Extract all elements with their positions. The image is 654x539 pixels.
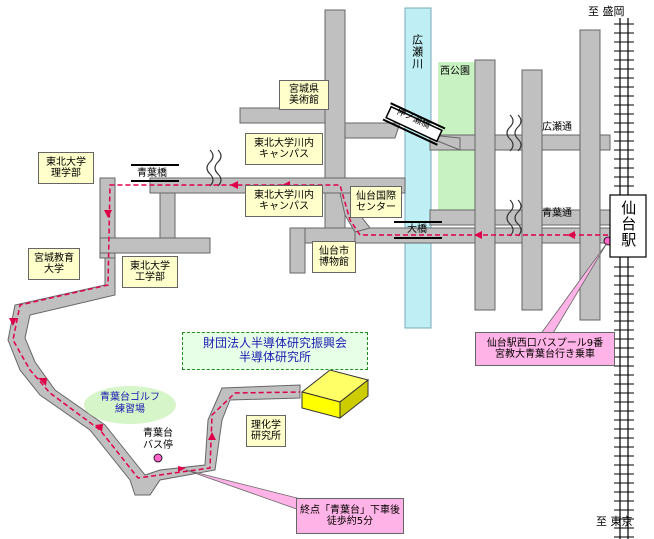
golf-line2: 練習場 [115, 403, 145, 415]
bus-stop-line1: 青葉台 [143, 428, 173, 439]
terminal-callout: 終点「青葉台」下車後 徒歩約5分 [296, 498, 404, 534]
golf-label: 青葉台ゴルフ 練習場 [96, 392, 164, 415]
bus-pool-callout: 仙台駅西口バスプール9番 宮教大青葉台行き乗車 [475, 332, 615, 366]
engineering-line2: 工学部 [135, 272, 165, 283]
miyagi-edu-line1: 宮城教育 [34, 252, 74, 264]
science-line1: 東北大学 [46, 156, 86, 168]
aobadai-bus-stop-marker [153, 453, 163, 463]
bus-stop-line2: バス停 [143, 439, 173, 451]
landmark-science: 東北大学 理学部 [38, 152, 94, 184]
aobadai-bus-stop-label: 青葉台 バス停 [136, 428, 180, 451]
kawauchi-2-line1: 東北大学川内 [254, 189, 314, 201]
engineering-line1: 東北大学 [130, 260, 170, 272]
institute-building [300, 369, 370, 420]
riken-line1: 理化学 [251, 419, 281, 431]
landmark-kawauchi-1: 東北大学川内 キャンパス [245, 133, 323, 165]
riken-line2: 研究所 [251, 431, 281, 442]
aobabashi-bridge [131, 164, 179, 182]
park-name: 西公園 [440, 66, 470, 77]
break-marks [206, 114, 522, 237]
bus-route [12, 184, 608, 479]
landmark-riken: 理化学 研究所 [246, 415, 286, 447]
landmark-miyagi-edu: 宮城教育 大学 [28, 248, 80, 280]
institute-line2: 半導体研究所 [238, 350, 311, 364]
bridges [131, 102, 446, 239]
science-line2: 理学部 [51, 168, 81, 179]
station-name: 仙台駅 [619, 200, 638, 248]
institute-label-box: 財団法人半導体研究振興会 半導体研究所 [182, 332, 368, 370]
intl-center-line1: 仙台国際 [356, 190, 396, 202]
bus-pool-line2: 宮教大青葉台行き乗車 [495, 349, 595, 360]
city-museum-line1: 仙台市 [319, 245, 349, 257]
kawauchi-2-line2: キャンパス [259, 201, 309, 212]
landmark-engineering: 東北大学 工学部 [122, 256, 178, 288]
intl-center-line2: センター [356, 202, 396, 213]
railway [614, 18, 634, 539]
aobabashi-label: 青葉橋 [137, 168, 167, 179]
nakanose-bridge [382, 102, 446, 146]
landmark-city-museum: 仙台市 博物館 [312, 241, 356, 273]
city-museum-line2: 博物館 [319, 257, 349, 268]
miyagi-edu-line2: 大学 [44, 264, 64, 275]
kawauchi-1-line2: キャンパス [259, 149, 309, 160]
river-name: 広瀬川 [410, 34, 424, 70]
kawauchi-1-line1: 東北大学川内 [254, 137, 314, 149]
landmark-intl-center: 仙台国際 センター [350, 186, 402, 218]
direction-north: 至 盛岡 [588, 5, 625, 18]
golf-area [84, 386, 176, 424]
ohashi-label: 大橋 [407, 224, 427, 235]
art-museum-line2: 美術館 [289, 95, 319, 106]
landmark-kawauchi-2: 東北大学川内 キャンパス [245, 185, 323, 217]
landmark-art-museum: 宮城県 美術館 [279, 80, 329, 110]
hirose-street: 広瀬通 [542, 122, 572, 133]
ohashi-bridge [394, 221, 442, 239]
bus-pool-line1: 仙台駅西口バスプール9番 [486, 337, 604, 349]
aoba-street: 青葉通 [542, 208, 572, 219]
terminal-line1: 終点「青葉台」下車後 [300, 504, 400, 516]
golf-line1: 青葉台ゴルフ [100, 392, 160, 403]
terminal-pointer [185, 469, 306, 513]
terminal-line2: 徒歩約5分 [326, 516, 374, 527]
direction-south: 至 東京 [596, 515, 633, 528]
station-box [609, 194, 647, 258]
institute-line1: 財団法人半導体研究振興会 [202, 336, 347, 351]
hirose-river [404, 7, 432, 329]
art-museum-line1: 宮城県 [289, 83, 319, 95]
